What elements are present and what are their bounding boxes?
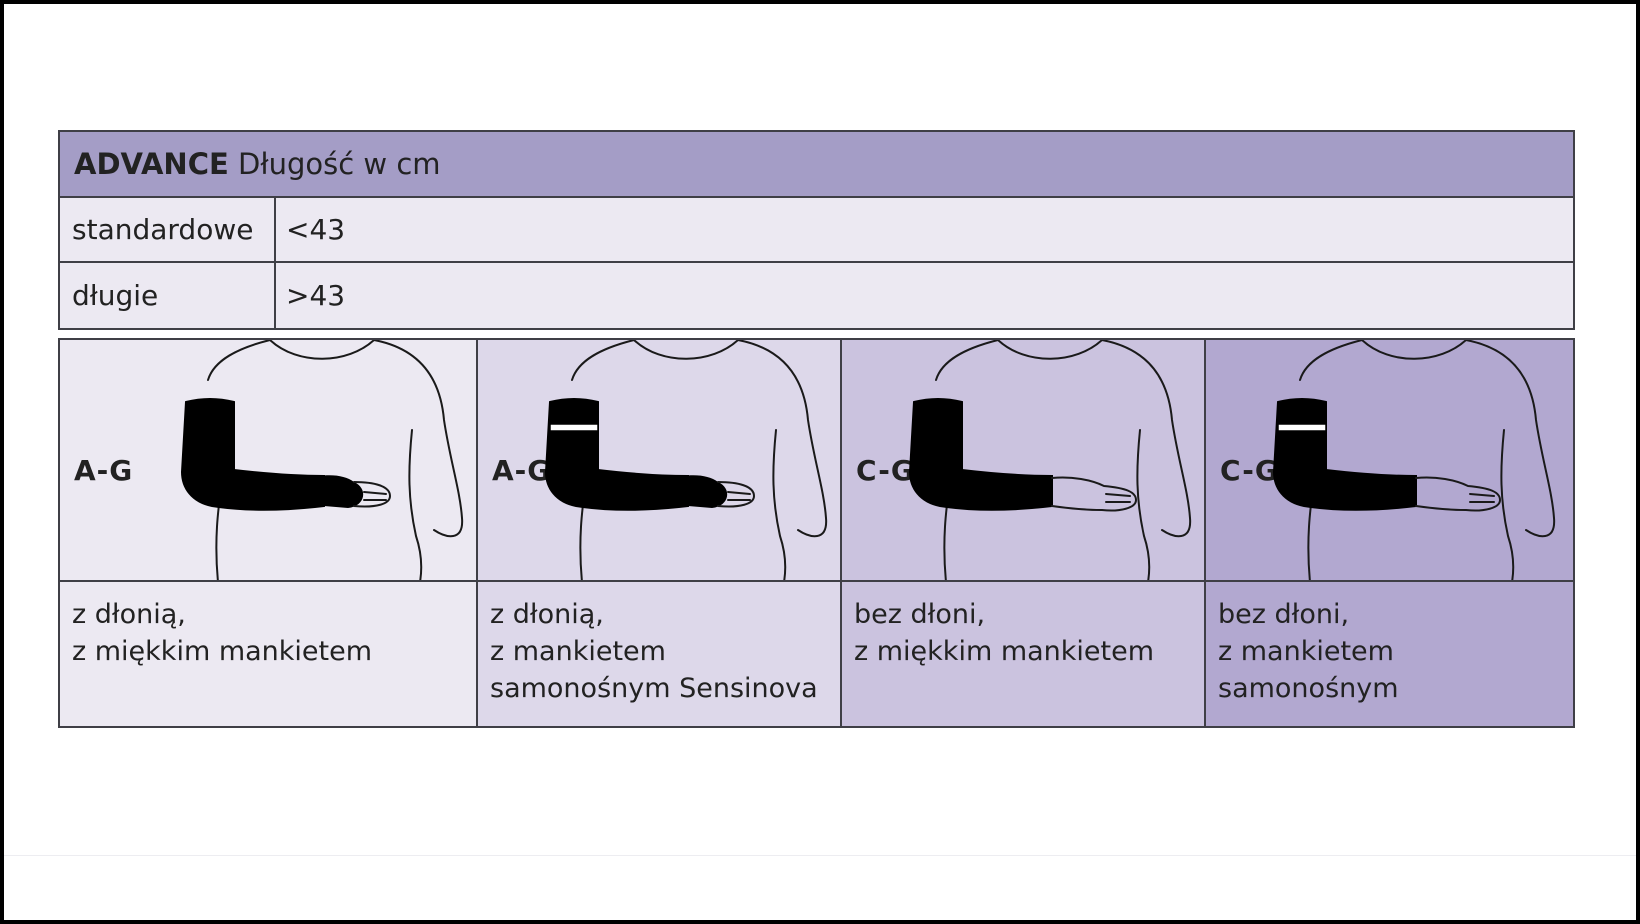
neckline-outline [633, 340, 739, 360]
row-value: <43 [286, 213, 346, 246]
table-row-standard: standardowe <43 [60, 198, 1573, 263]
variant-code: C-G [856, 454, 915, 487]
variant-code: A-G [492, 454, 552, 487]
glove-hand [318, 475, 364, 508]
left-shoulder-outline [1299, 340, 1363, 381]
compression-sleeve [544, 398, 689, 511]
bare-hand-outline [1415, 476, 1501, 512]
desc-line: bez dłoni, [1218, 599, 1350, 630]
finger-lines [1105, 493, 1131, 503]
compression-sleeve [1272, 398, 1417, 511]
size-table: ADVANCE Długość w cm standardowe <43 dłu… [58, 130, 1575, 330]
bare-hand-outline [1051, 476, 1137, 512]
neckline-outline [1361, 340, 1467, 360]
desc-line: z miękkim mankietem [72, 636, 373, 667]
compression-sleeve [180, 398, 325, 511]
finger-lines [1469, 493, 1495, 503]
right-torso-outline [1500, 429, 1515, 580]
left-shoulder-outline [207, 340, 271, 381]
right-arm-outline [1101, 340, 1192, 538]
neckline-outline [269, 340, 375, 360]
row-value: >43 [286, 279, 346, 312]
sleeve-illustration [180, 340, 464, 580]
right-torso-outline [1136, 429, 1151, 580]
table-row-long: długie >43 [60, 263, 1573, 328]
desc-line: samonośnym [1218, 673, 1399, 704]
sleeve-illustration [908, 340, 1192, 580]
variant-cell: C-G bez dłoni, z miękkim mankietem [842, 340, 1206, 726]
variant-image-cell: A-G [60, 340, 476, 582]
variant-description: z dłonią, z miękkim mankietem [60, 582, 476, 726]
fingers-outline [353, 481, 391, 508]
desc-line: z mankietem [1218, 636, 1394, 667]
page: ADVANCE Długość w cm standardowe <43 dłu… [4, 4, 1636, 920]
variant-image-cell: C-G [1206, 340, 1573, 582]
right-arm-outline [737, 340, 828, 538]
row-label: standardowe [60, 198, 276, 261]
desc-line: z dłonią, [72, 599, 186, 630]
divider [4, 855, 1636, 856]
cuff-band [1277, 423, 1327, 432]
table-title-rest: Długość w cm [228, 147, 441, 181]
variant-code: C-G [1220, 454, 1279, 487]
variant-image-cell: A-G [478, 340, 840, 582]
table-title-brand: ADVANCE [74, 147, 229, 181]
variant-cell: A-G z dłonią, z miękkim mankietem [60, 340, 478, 726]
right-torso-outline [408, 429, 423, 580]
right-arm-outline [1465, 340, 1556, 538]
desc-line: z miękkim mankietem [854, 636, 1155, 667]
cuff-band [549, 423, 599, 432]
glove-hand [682, 475, 728, 508]
desc-line: z dłonią, [490, 599, 604, 630]
table-header: ADVANCE Długość w cm [60, 132, 1573, 198]
left-shoulder-outline [935, 340, 999, 381]
compression-sleeve [908, 398, 1053, 511]
sleeve-illustration [544, 340, 828, 580]
finger-lines [363, 491, 387, 501]
variant-code: A-G [74, 454, 134, 487]
variant-description: bez dłoni, z miękkim mankietem [842, 582, 1204, 726]
sleeve-illustration [1272, 340, 1556, 580]
right-torso-outline [772, 429, 787, 580]
desc-line: z mankietem [490, 636, 666, 667]
variant-image-cell: C-G [842, 340, 1204, 582]
variant-cell: C-G bez dłoni, z mankietem samonośnym [1206, 340, 1573, 726]
variants-table: A-G z dłonią, z miękkim mankietem A-G z … [58, 338, 1575, 728]
fingers-outline [717, 481, 755, 508]
neckline-outline [997, 340, 1103, 360]
desc-line: samonośnym Sensinova [490, 673, 818, 704]
row-label: długie [60, 263, 276, 328]
right-arm-outline [373, 340, 464, 538]
desc-line: bez dłoni, [854, 599, 986, 630]
left-shoulder-outline [571, 340, 635, 381]
variant-description: bez dłoni, z mankietem samonośnym [1206, 582, 1573, 726]
finger-lines [727, 491, 751, 501]
variant-description: z dłonią, z mankietem samonośnym Sensino… [478, 582, 840, 726]
variant-cell: A-G z dłonią, z mankietem samonośnym Sen… [478, 340, 842, 726]
